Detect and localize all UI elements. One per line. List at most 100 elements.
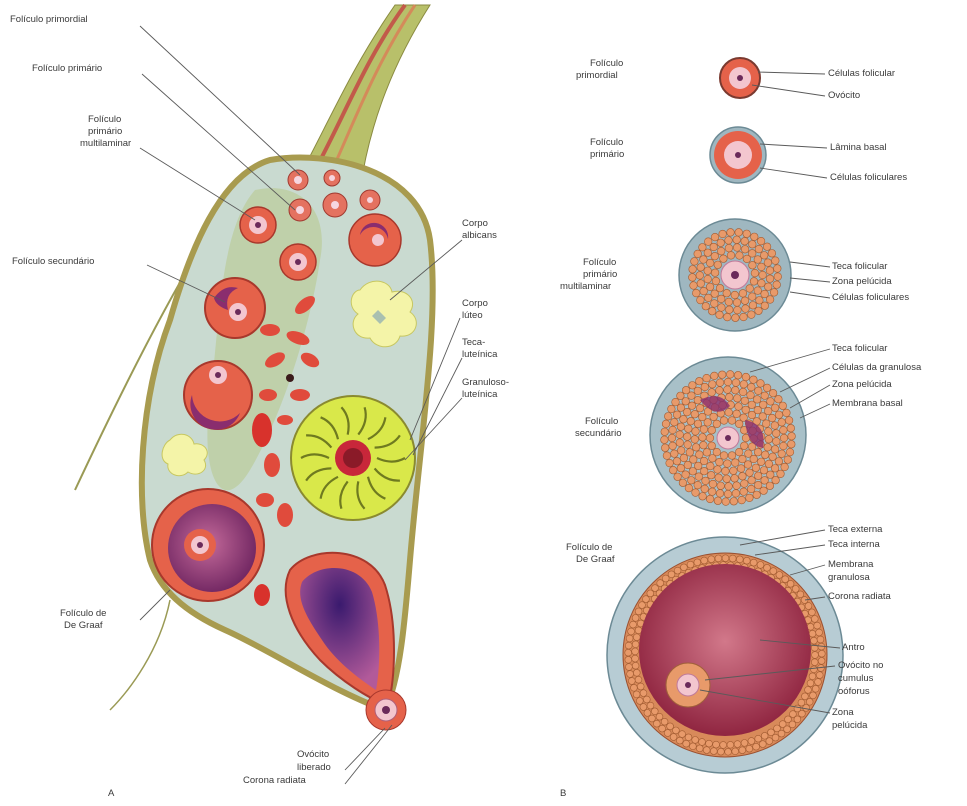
granulosa-cell <box>761 451 769 459</box>
granulosa-cell <box>740 381 748 389</box>
granulosa-cell <box>736 556 743 563</box>
granulosa-cell <box>633 691 640 698</box>
granulosa-cell <box>664 730 671 737</box>
granulosa-cell <box>653 720 660 727</box>
b-label-antro: Antro <box>842 642 865 653</box>
granulosa-cell <box>773 281 781 289</box>
granulosa-cell <box>742 373 750 381</box>
granulosa-cell <box>775 395 783 403</box>
granulosa-cell <box>735 403 743 411</box>
granulosa-cell <box>724 313 732 321</box>
granulosa-cell <box>695 473 703 481</box>
granulosa-cell <box>712 277 720 285</box>
granulosa-cell <box>656 713 663 720</box>
granulosa-cell <box>632 662 639 669</box>
granulosa-cell <box>743 557 750 564</box>
granulosa-cell <box>765 428 773 436</box>
panel-a-letter: A <box>108 788 115 799</box>
granulosa-cell <box>798 699 805 706</box>
granulosa-cell <box>739 472 747 480</box>
granulosa-cell <box>778 419 786 427</box>
granulosa-cell <box>720 417 728 425</box>
granulosa-cell <box>702 302 710 310</box>
granulosa-cell <box>735 229 743 237</box>
b-label-ovocito: Ovócito <box>828 90 860 101</box>
granulosa-cell <box>700 287 708 295</box>
b-title-primario-1: Folículo <box>590 137 623 148</box>
granulosa-cell <box>709 455 717 463</box>
label-granulosa-1: Granuloso- <box>462 377 509 388</box>
granulosa-cell <box>682 386 690 394</box>
b-label-zona: Zona <box>832 707 854 718</box>
label-albicans-2: albicans <box>462 230 497 241</box>
b-label-celulas-foliculares-2: Células foliculares <box>832 292 909 303</box>
granulosa-cell <box>700 426 708 434</box>
granulosa-cell <box>666 459 674 467</box>
granulosa-cell <box>724 378 732 386</box>
granulosa-cell <box>701 383 709 391</box>
granulosa-cell <box>679 479 687 487</box>
label-corona: Corona radiata <box>243 775 307 786</box>
granulosa-cell <box>733 244 741 252</box>
granulosa-cell <box>742 305 750 313</box>
granulosa-cell <box>742 406 750 414</box>
granulosa-cell <box>722 467 730 475</box>
granulosa-cell <box>780 426 788 434</box>
granulosa-cell <box>659 725 666 732</box>
granulosa-cell <box>766 482 774 490</box>
granulosa-cell <box>717 295 725 303</box>
granulosa-cell <box>758 263 766 271</box>
granulosa-cell <box>702 477 710 485</box>
granulosa-cell <box>664 413 672 421</box>
granulosa-cell <box>725 298 733 306</box>
b-title-graaf-2: De Graaf <box>576 554 615 565</box>
granulosa-cell <box>657 580 664 587</box>
label-albicans-1: Corpo <box>462 218 488 229</box>
granulosa-cell <box>794 716 801 723</box>
granulosa-cell <box>734 741 741 748</box>
granulosa-cell <box>692 289 700 297</box>
granulosa-cell <box>811 637 818 644</box>
granulosa-cell <box>685 734 692 741</box>
granulosa-cell <box>716 458 724 466</box>
granulosa-cell <box>709 480 717 488</box>
granulosa-cell <box>661 428 669 436</box>
granulosa-cell <box>741 237 749 245</box>
granulosa-cell <box>764 564 771 571</box>
granulosa-cell <box>718 371 726 379</box>
b-primary-follicle <box>710 127 766 183</box>
granulosa-cell <box>704 275 712 283</box>
granulosa-cell <box>737 465 745 473</box>
label-multilaminar-1: Folículo <box>88 114 121 125</box>
b-label-celulas-foliculares-1: Células foliculares <box>830 172 907 183</box>
granulosa-cell <box>770 568 777 575</box>
granulosa-cell <box>632 655 639 662</box>
granulosa-cell <box>764 259 772 267</box>
b-title-multi-2: primário <box>583 269 617 280</box>
granulosa-cell <box>797 591 804 598</box>
granulosa-cell <box>699 434 707 442</box>
granulosa-cell <box>784 726 791 733</box>
label-granulosa-2: luteínica <box>462 389 498 400</box>
granulosa-cell <box>765 436 773 444</box>
granulosa-cell <box>711 252 719 260</box>
granulosa-cell <box>625 642 632 649</box>
granulosa-cell <box>746 469 754 477</box>
label-theca-2: luteínica <box>462 349 498 360</box>
granulosa-cell <box>639 602 646 609</box>
b-label-membrana-basal: Membrana basal <box>832 398 903 409</box>
granulosa-cell <box>714 466 722 474</box>
granulosa-cell <box>708 442 716 450</box>
granulosa-cell <box>789 721 796 728</box>
granulosa-cell <box>811 666 818 673</box>
granulosa-cell <box>705 294 713 302</box>
granulosa-cell <box>746 494 754 502</box>
b-label-cumulus: cumulus <box>838 673 874 684</box>
granulosa-cell <box>750 455 758 463</box>
granulosa-cell <box>732 748 739 755</box>
granulosa-cell <box>760 252 768 260</box>
granulosa-cell <box>696 745 703 752</box>
granulosa-cell <box>679 731 686 738</box>
granulosa-cell <box>814 622 821 629</box>
granulosa-cell <box>662 420 670 428</box>
